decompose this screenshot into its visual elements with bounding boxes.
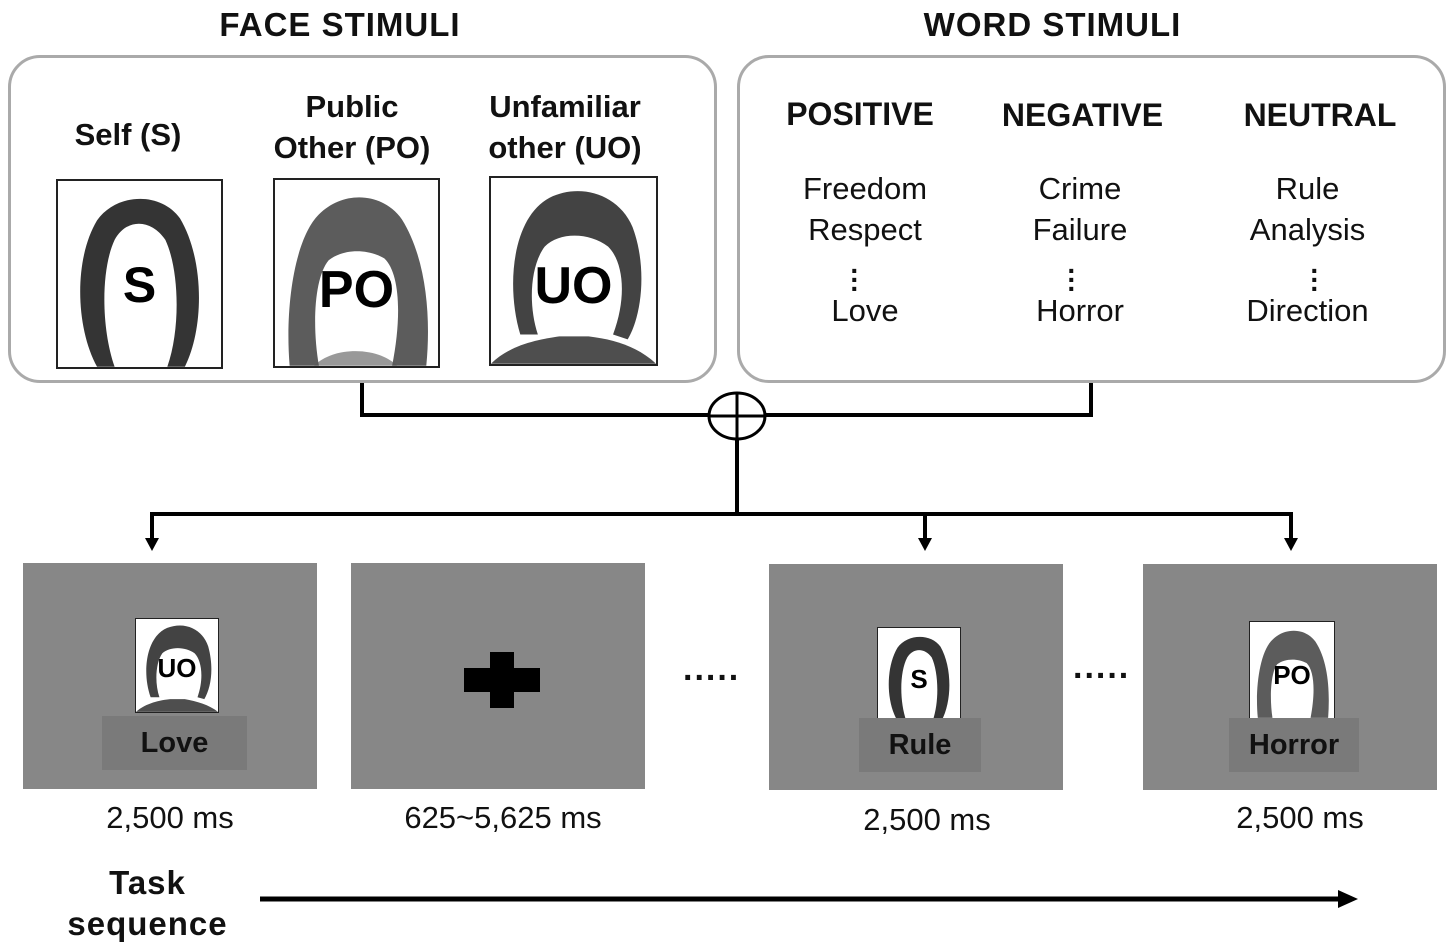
- trial-word-rule: Rule: [859, 718, 981, 772]
- trial-screen-4: PO Horror: [1143, 564, 1437, 790]
- sequence-ellipsis-2: .....: [1073, 648, 1131, 686]
- mini-face-code: UO: [157, 653, 197, 683]
- duration-trial-4: 2,500 ms: [1236, 800, 1364, 835]
- mini-face-code: S: [910, 664, 928, 694]
- hair-silhouette-icon: [888, 636, 950, 721]
- hair-silhouette-icon: [1256, 630, 1329, 718]
- trial-screen-1: UO Love: [23, 563, 317, 789]
- word-respect: Respect: [808, 212, 922, 247]
- task-sequence-label-line1: Task: [109, 864, 186, 901]
- word-freedom: Freedom: [802, 171, 928, 206]
- vertical-ellipsis-icon: ···: [850, 255, 860, 304]
- face-label-self: Self (S): [74, 117, 182, 152]
- duration-fixation: 625~5,625 ms: [404, 800, 602, 835]
- vertical-ellipsis-icon: ···: [1310, 255, 1320, 304]
- combine-circle-plus-icon: [707, 391, 767, 441]
- word-analysis: Analysis: [1249, 212, 1366, 247]
- task-sequence-label-line2: sequence: [67, 905, 228, 942]
- trial-word-horror: Horror: [1229, 718, 1359, 772]
- duration-trial-1: 2,500 ms: [106, 800, 234, 835]
- word-direction: Direction: [1246, 293, 1369, 328]
- face-image-self: S: [56, 179, 223, 369]
- word-stimuli-title: WORD STIMULI: [923, 6, 1182, 43]
- category-positive: POSITIVE: [786, 96, 934, 132]
- hair-silhouette-icon: [80, 198, 199, 367]
- trial-screen-3: S Rule: [769, 564, 1063, 790]
- hair-silhouette-icon: [288, 197, 428, 366]
- mini-face-public-other: PO: [1249, 621, 1335, 719]
- word-love: Love: [831, 293, 899, 328]
- face-image-unfamiliar-other: UO: [489, 176, 658, 366]
- sequence-ellipsis-1: .....: [683, 650, 741, 688]
- word-crime: Crime: [1038, 171, 1122, 206]
- mini-face-code: PO: [1273, 660, 1311, 690]
- face-code-unfamiliar-other: UO: [534, 257, 613, 315]
- hair-silhouette-icon: [136, 625, 218, 712]
- mini-face-unfamiliar-other: UO: [135, 618, 219, 713]
- mini-face-self: S: [877, 627, 961, 722]
- word-stimuli-panel: [737, 55, 1446, 383]
- fixation-cross-icon: [490, 652, 514, 708]
- fixation-screen: [351, 563, 645, 789]
- vertical-ellipsis-icon: ···: [1067, 255, 1077, 304]
- category-negative: NEGATIVE: [1001, 97, 1164, 133]
- task-sequence-label: Task sequence: [40, 862, 255, 944]
- trial-word-love: Love: [102, 716, 247, 770]
- hair-silhouette-icon: [491, 191, 656, 364]
- face-image-public-other: PO: [273, 178, 440, 368]
- category-neutral: NEUTRAL: [1243, 97, 1397, 133]
- face-label-public-other: Public Other (PO): [273, 89, 431, 165]
- duration-trial-3: 2,500 ms: [863, 802, 991, 837]
- face-code-public-other: PO: [318, 261, 395, 319]
- word-failure: Failure: [1032, 212, 1128, 247]
- word-rule: Rule: [1275, 171, 1340, 206]
- face-stimuli-title: FACE STIMULI: [219, 6, 461, 43]
- face-code-self: S: [122, 257, 157, 313]
- face-label-unfamiliar-other: Unfamiliar other (UO): [488, 89, 642, 165]
- word-horror: Horror: [1036, 293, 1124, 328]
